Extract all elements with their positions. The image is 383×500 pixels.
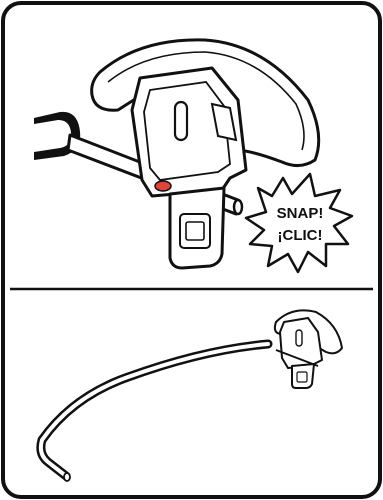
callout-line-1: SNAP!	[277, 205, 324, 222]
latch-icon	[170, 188, 224, 268]
clip-icon	[132, 68, 246, 196]
indicator-dot	[155, 181, 171, 191]
callout-line-2: ¡CLIC!	[278, 227, 323, 244]
